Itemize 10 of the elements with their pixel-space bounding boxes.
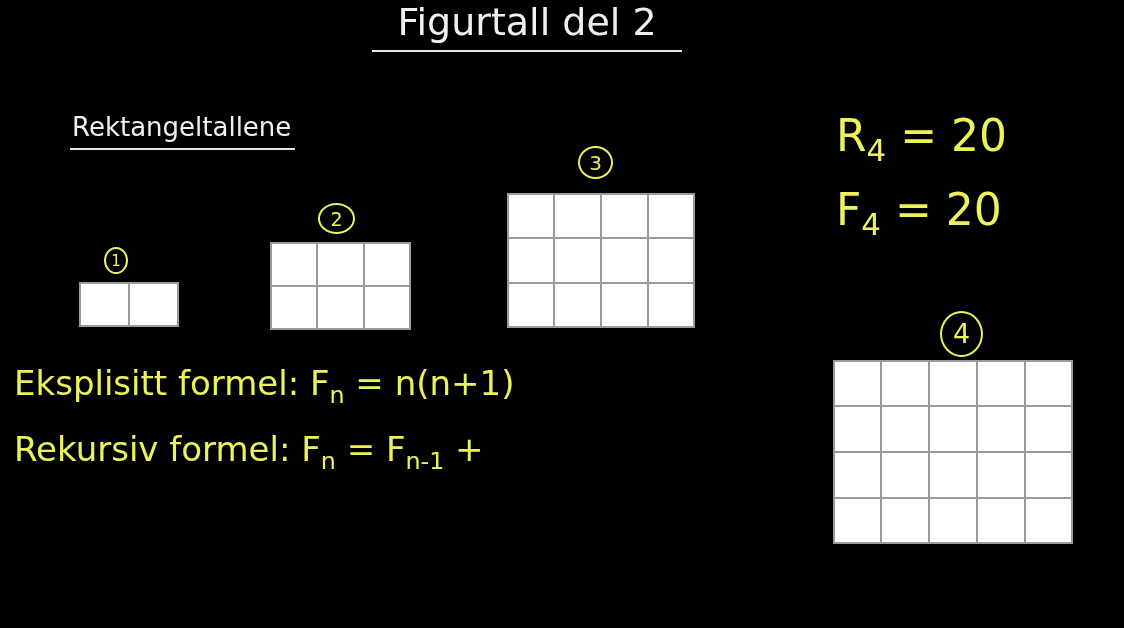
heading: Rektangeltallene xyxy=(70,110,296,150)
title: Figurtall del 2 xyxy=(372,0,682,52)
equation: F$_{4}$ = 20 xyxy=(836,183,1002,244)
formula: Eksplisitt formel: F$_{n}$ = n(n+1) xyxy=(14,362,515,411)
circled-number: 4 xyxy=(940,311,983,357)
formula: Rekursiv formel: F$_{n}$ = F$_{n-1}$ + xyxy=(14,428,484,477)
circled-number: 1 xyxy=(104,247,128,274)
circled-number: 2 xyxy=(318,203,355,234)
equation: R$_{4}$ = 20 xyxy=(836,109,1007,170)
circled-number: 3 xyxy=(578,146,613,179)
